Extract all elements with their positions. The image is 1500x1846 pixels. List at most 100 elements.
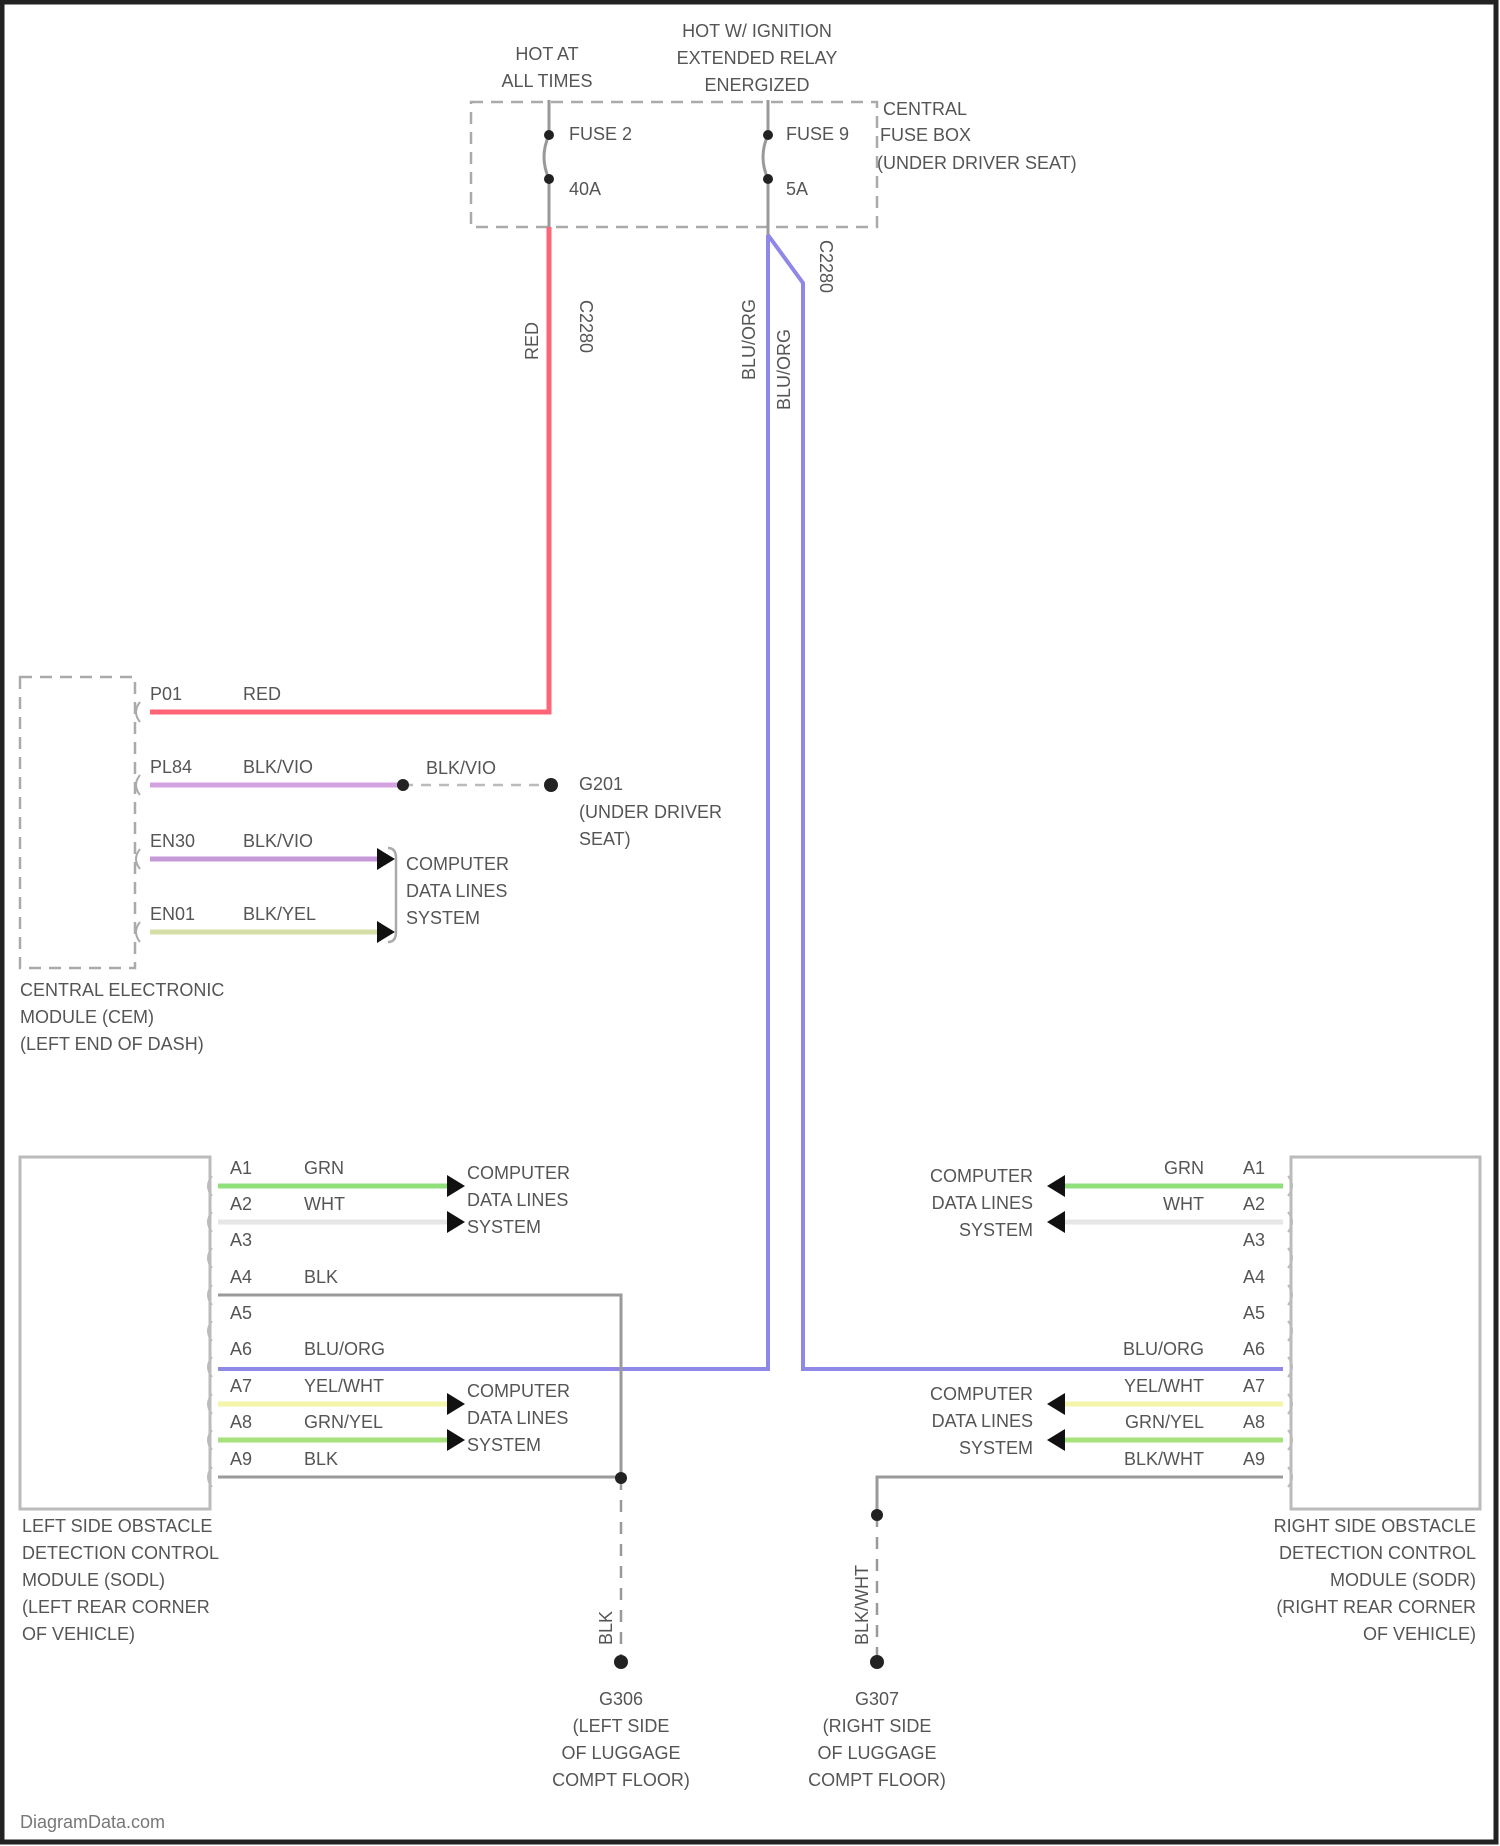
- connector-label: C2280: [816, 240, 836, 293]
- module-label-line: OF VEHICLE): [1363, 1624, 1476, 1644]
- wire-label: YEL/WHT: [1124, 1376, 1204, 1396]
- pin-terminal-icon: [136, 849, 140, 869]
- data-lines-label: COMPUTER: [467, 1381, 570, 1401]
- right-data-lines-label: COMPUTER DATA LINES SYSTEM COMPUTER DATA…: [930, 1166, 1033, 1458]
- data-lines-label: DATA LINES: [467, 1408, 568, 1428]
- ground-label-line: G306: [599, 1689, 643, 1709]
- label-line: HOT AT: [515, 44, 578, 64]
- data-lines-label: COMPUTER: [930, 1166, 1033, 1186]
- pin-label: A6: [1243, 1339, 1265, 1359]
- fuse-icon: [544, 135, 549, 179]
- fuse-rating: 40A: [569, 179, 601, 199]
- ground-label-line: G307: [855, 1689, 899, 1709]
- arrow-icon: [1047, 1211, 1065, 1233]
- arrow-icon: [447, 1175, 465, 1197]
- data-lines-label: COMPUTER: [406, 854, 509, 874]
- pin-label: A7: [1243, 1376, 1265, 1396]
- g307-label: G307 (RIGHT SIDE OF LUGGAGE COMPT FLOOR): [808, 1689, 946, 1790]
- module-label-line: OF VEHICLE): [22, 1624, 135, 1644]
- fuse-rating: 5A: [786, 179, 808, 199]
- ground-label-line: COMPT FLOOR): [552, 1770, 690, 1790]
- wire-label: WHT: [304, 1194, 345, 1214]
- module-label-line: DETECTION CONTROL: [1279, 1543, 1476, 1563]
- fuse-box-label-line: CENTRAL: [883, 99, 967, 119]
- ground-label-line: (UNDER DRIVER: [579, 802, 722, 822]
- pin-label: A9: [1243, 1449, 1265, 1469]
- arrow-icon: [377, 848, 395, 870]
- wire-label: RED: [522, 322, 542, 360]
- ground-label-line: G201: [579, 774, 623, 794]
- pin-label: A2: [1243, 1194, 1265, 1214]
- data-lines-label: SYSTEM: [959, 1220, 1033, 1240]
- data-lines-label: SYSTEM: [959, 1438, 1033, 1458]
- wire-label: BLK/YEL: [243, 904, 316, 924]
- label-line: HOT W/ IGNITION: [682, 21, 832, 41]
- wire-label: BLU/ORG: [739, 299, 759, 380]
- wire-label: RED: [243, 684, 281, 704]
- wire-label: GRN: [1164, 1158, 1204, 1178]
- ground-label-line: OF LUGGAGE: [561, 1743, 680, 1763]
- fuse-9: FUSE 9 5A: [763, 100, 849, 235]
- wire-label: BLK/WHT: [852, 1565, 872, 1645]
- ground-label-line: COMPT FLOOR): [808, 1770, 946, 1790]
- arrow-icon: [1047, 1393, 1065, 1415]
- central-fuse-box: [471, 102, 877, 227]
- module-label-line: LEFT SIDE OBSTACLE: [22, 1516, 212, 1536]
- fuse-2: FUSE 2 40A: [544, 100, 632, 227]
- pin-label: A6: [230, 1339, 252, 1359]
- label-line: ENERGIZED: [704, 75, 809, 95]
- module-label-line: MODULE (SODL): [22, 1570, 165, 1590]
- right-module-pins: A1GRNA2WHTA3A4A5A6BLU/ORGA7YEL/WHTA8GRN/…: [1047, 1158, 1292, 1487]
- pin-label: A4: [230, 1267, 252, 1287]
- pin-label: A7: [230, 1376, 252, 1396]
- cem-module: [20, 677, 135, 968]
- pin-terminal-icon: [136, 775, 140, 795]
- left-obstacle-module: [20, 1157, 210, 1509]
- pin-label: EN30: [150, 831, 195, 851]
- pin-terminal-icon: [136, 702, 140, 722]
- wire-label: GRN: [304, 1158, 344, 1178]
- arrow-icon: [447, 1429, 465, 1451]
- wire-label: GRN/YEL: [304, 1412, 383, 1432]
- pin-label: A5: [230, 1303, 252, 1323]
- data-lines-label: SYSTEM: [467, 1435, 541, 1455]
- splice-dot: [615, 1472, 627, 1484]
- pin-label: A5: [1243, 1303, 1265, 1323]
- arrow-icon: [447, 1393, 465, 1415]
- module-label-line: (RIGHT REAR CORNER: [1276, 1597, 1476, 1617]
- wire-label: YEL/WHT: [304, 1376, 384, 1396]
- data-lines-label: DATA LINES: [932, 1193, 1033, 1213]
- ground-g201-icon: [544, 778, 558, 792]
- label-line: EXTENDED RELAY: [677, 48, 838, 68]
- wire-label: WHT: [1163, 1194, 1204, 1214]
- watermark: DiagramData.com: [20, 1812, 165, 1832]
- pin-label: A3: [230, 1230, 252, 1250]
- ground-label-line: OF LUGGAGE: [817, 1743, 936, 1763]
- ground-label-line: (LEFT SIDE: [573, 1716, 670, 1736]
- hot-at-all-times-label: HOT AT ALL TIMES: [501, 44, 592, 91]
- pin-label: A2: [230, 1194, 252, 1214]
- wire-label: BLK/WHT: [1124, 1449, 1204, 1469]
- module-label-line: (LEFT END OF DASH): [20, 1034, 204, 1054]
- pin-terminal-icon: [136, 922, 140, 942]
- arrow-icon: [1047, 1175, 1065, 1197]
- ground-label-line: SEAT): [579, 829, 631, 849]
- label-line: ALL TIMES: [501, 71, 592, 91]
- wire-label: BLK: [596, 1611, 616, 1645]
- right-module-label: RIGHT SIDE OBSTACLE DETECTION CONTROL MO…: [1274, 1516, 1476, 1644]
- fuse-box-label-line: (UNDER DRIVER SEAT): [877, 153, 1077, 173]
- pin-label: A1: [1243, 1158, 1265, 1178]
- pin-label: P01: [150, 684, 182, 704]
- wire-label: BLU/ORG: [304, 1339, 385, 1359]
- pin-label: A4: [1243, 1267, 1265, 1287]
- data-lines-label: SYSTEM: [467, 1217, 541, 1237]
- pin-label: PL84: [150, 757, 192, 777]
- wire-label: BLU/ORG: [1123, 1339, 1204, 1359]
- left-ground-circuit: BLK: [218, 1295, 628, 1669]
- ground-g307-icon: [870, 1655, 884, 1669]
- fuse-name: FUSE 2: [569, 124, 632, 144]
- right-obstacle-module: [1291, 1157, 1480, 1509]
- module-label-line: CENTRAL ELECTRONIC: [20, 980, 224, 1000]
